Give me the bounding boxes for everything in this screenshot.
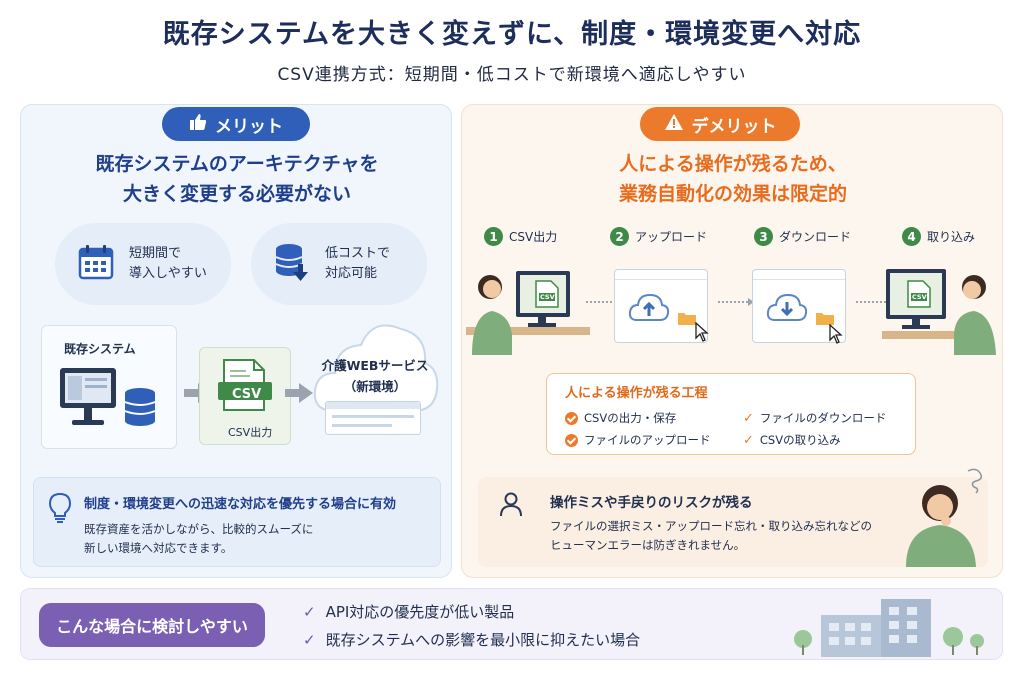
page-title: 既存システムを大きく変えずに、制度・環境変更へ対応 <box>162 19 862 50</box>
check-icon: ✓ <box>743 432 754 448</box>
calendar-icon <box>77 243 115 285</box>
download-browser <box>752 269 846 344</box>
flow-arrow-2 <box>285 389 299 397</box>
dotted-arrow-1 <box>586 301 616 303</box>
browser-window <box>325 401 421 435</box>
csv-file-label: CSV <box>232 387 262 402</box>
worker-at-pc-icon <box>882 265 1000 361</box>
merit-label: メリット <box>215 116 283 137</box>
csv-file-icon <box>906 279 932 313</box>
csv-export-box: CSV CSV出力 <box>199 347 291 445</box>
risk-text: ファイルの選択ミス・アップロード忘れ・取り込み忘れなどの ヒューマンエラーは防ぎ… <box>550 519 872 552</box>
csv-file-icon <box>534 279 560 313</box>
consider-label: こんな場合に検討しやすい <box>39 603 265 647</box>
csv-output-label: CSV出力 <box>228 426 273 439</box>
cursor-icon <box>695 321 709 346</box>
database-download-icon <box>273 242 311 286</box>
consider-item: ✓API対応の優先度が低い製品 <box>303 602 515 622</box>
cloud-icon <box>309 311 441 425</box>
warning-icon <box>664 113 684 136</box>
process-item: ✓CSVの取り込み <box>743 432 841 448</box>
merit-badge: メリット <box>162 107 310 141</box>
check-icon: ✓ <box>743 410 754 426</box>
person-icon <box>498 491 524 521</box>
cloud-upload-icon <box>627 290 671 328</box>
existing-system-label: 既存システム <box>64 342 136 356</box>
check-icon: ✓ <box>303 630 316 649</box>
folder-icon <box>677 310 697 330</box>
csv-file-icon <box>216 358 274 416</box>
demerit-headline: 人による操作が残るため、 業務自動化の効果は限定的 <box>618 153 847 205</box>
building-icon <box>781 593 991 661</box>
risk-title: 操作ミスや手戻りのリスクが残る <box>550 495 753 511</box>
merit-info-title: 制度・環境変更への迅速な対応を優先する場合に有効 <box>84 497 397 512</box>
lightbulb-icon <box>48 492 72 528</box>
process-item: ✓ファイルのダウンロード <box>743 410 887 426</box>
check-circle-icon <box>565 433 578 447</box>
check-circle-icon <box>565 411 578 425</box>
low-cost-bubble: 低コストで対応可能 <box>251 223 427 305</box>
manual-process-box: 人による操作が残る工程 CSVの出力・保存 ✓ファイルのダウンロード ファイルの… <box>546 373 916 455</box>
monitor-icon <box>58 366 120 434</box>
worker-at-pc-icon <box>466 265 590 361</box>
cloud-download-icon <box>765 290 809 328</box>
thumbs-up-icon <box>189 113 207 136</box>
short-term-bubble: 短期間で導入しやすい <box>55 223 231 305</box>
merit-headline: 既存システムのアーキテクチャを 大きく変更する必要がない <box>95 153 379 205</box>
demerit-badge: デメリット <box>640 107 800 141</box>
merit-info-text: 既存資産を活かしながら、比較的スムーズに 新しい環境へ対応できます。 <box>84 522 314 555</box>
flow-arrow-1 <box>184 389 198 397</box>
upload-browser <box>614 269 709 346</box>
merit-panel: メリット 既存システムのアーキテクチャを 大きく変更する必要がない 短期間で導入… <box>20 104 452 578</box>
existing-system-box: 既存システム <box>41 325 177 449</box>
manual-process-title: 人による操作が残る工程 <box>565 386 708 401</box>
dotted-arrow-3 <box>856 301 886 303</box>
check-icon: ✓ <box>303 602 316 621</box>
database-icon <box>122 386 158 432</box>
risk-box: 操作ミスや手戻りのリスクが残る ファイルの選択ミス・アップロード忘れ・取り込み忘… <box>478 468 988 567</box>
dotted-arrow-2 <box>718 301 748 303</box>
process-item: CSVの出力・保存 <box>565 410 676 426</box>
folder-icon <box>815 310 835 330</box>
process-item: ファイルのアップロード <box>565 432 711 448</box>
consider-bar: こんな場合に検討しやすい ✓API対応の優先度が低い製品 ✓既存システムへの影響… <box>20 588 1003 660</box>
merit-info-box: 制度・環境変更への迅速な対応を優先する場合に有効 既存資産を活かしながら、比較的… <box>33 477 441 567</box>
worried-person-icon <box>896 467 988 571</box>
cursor-icon <box>829 323 843 348</box>
demerit-label: デメリット <box>691 116 777 137</box>
consider-item: ✓既存システムへの影響を最小限に抑えたい場合 <box>303 630 641 650</box>
page-subtitle: CSV連携方式：短期間・低コストで新環境へ適応しやすい <box>277 65 747 85</box>
new-env-label: 介護WEBサービス （新環境） <box>321 358 429 394</box>
